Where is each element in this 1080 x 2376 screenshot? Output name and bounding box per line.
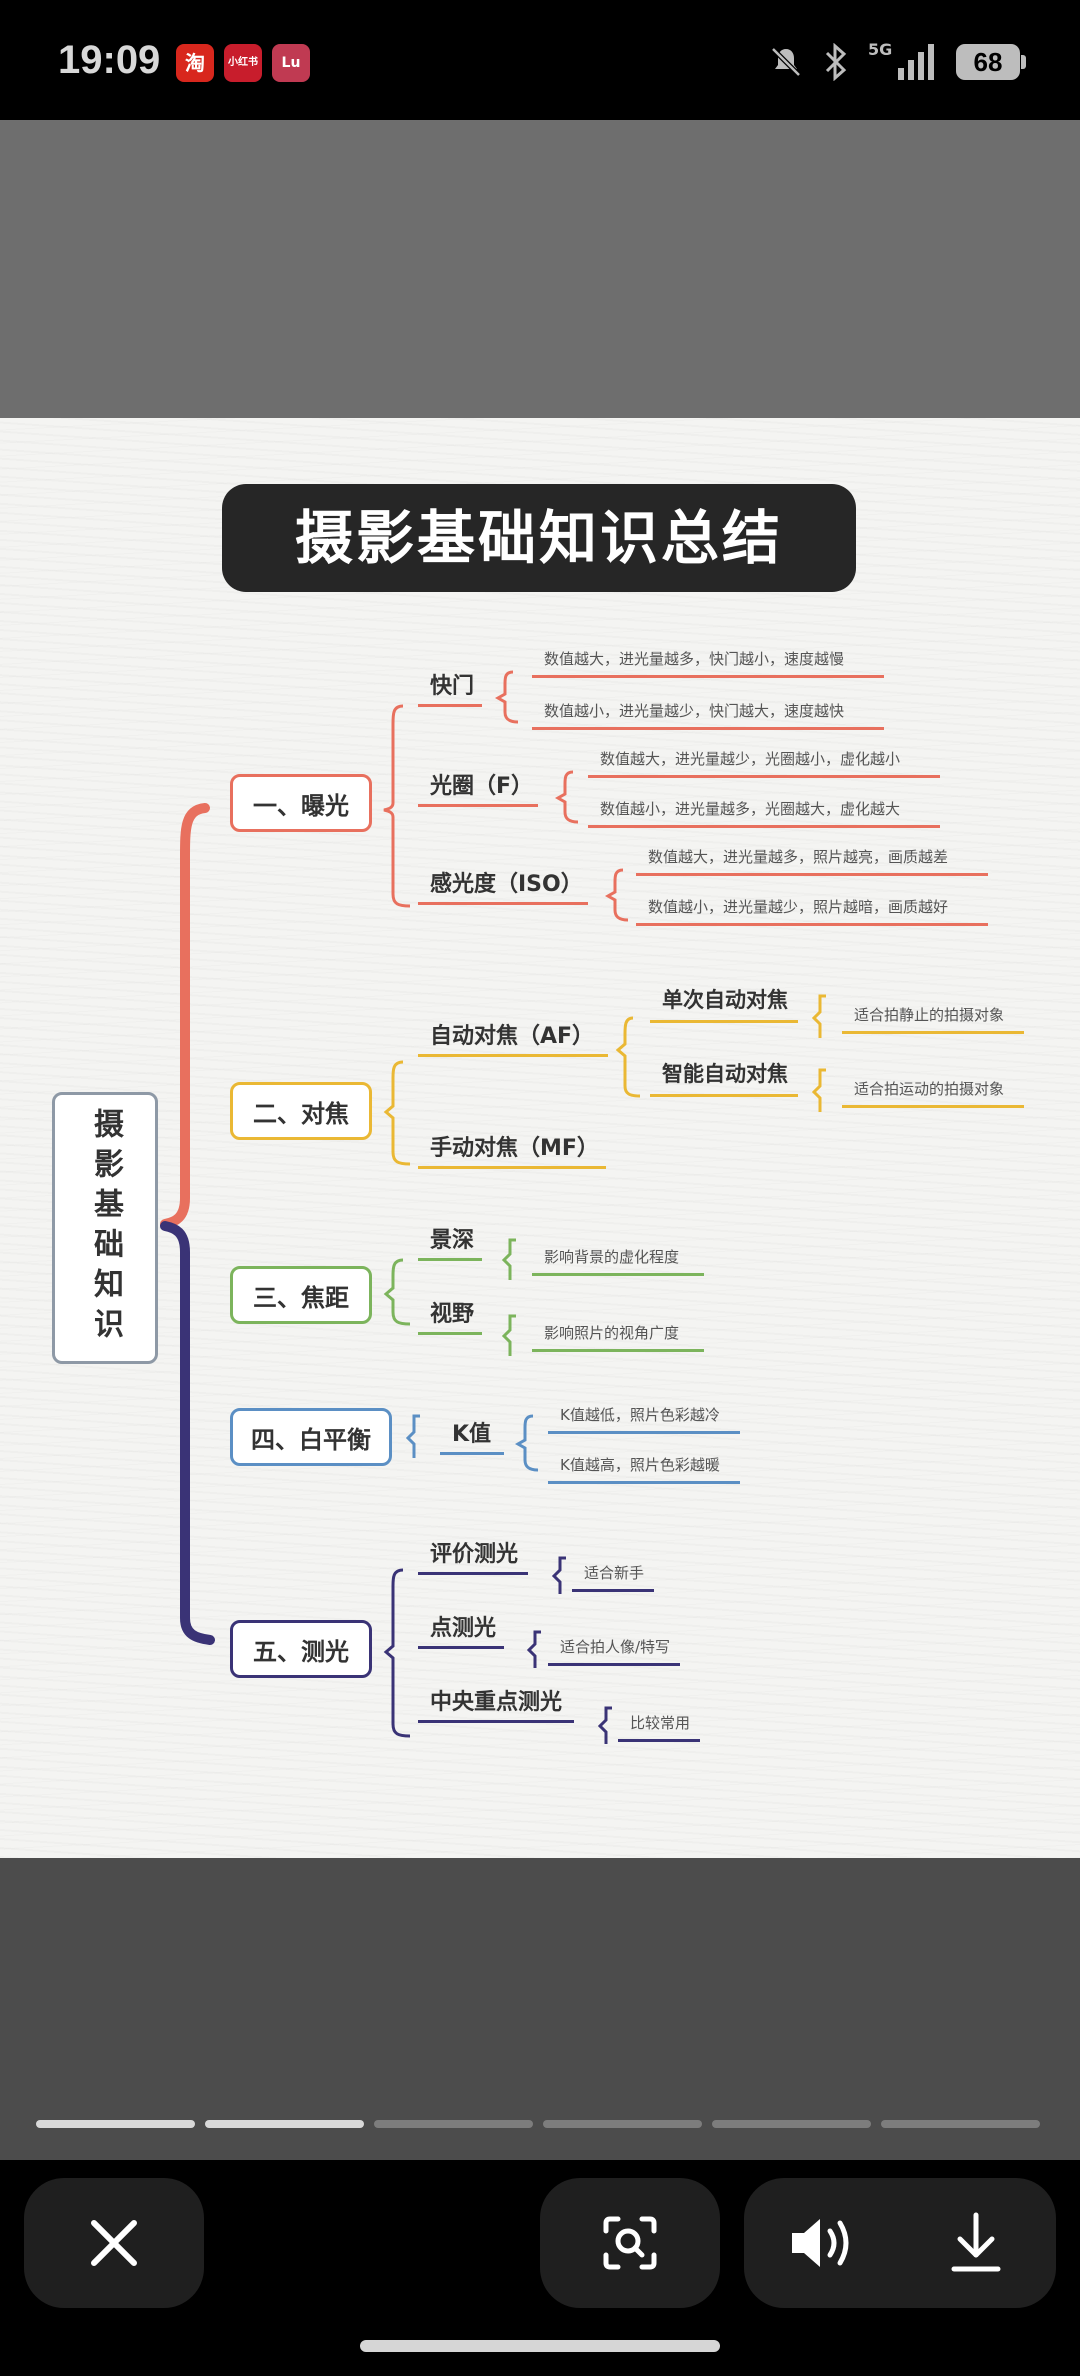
branch-spot-metering: 点测光 (418, 1610, 504, 1649)
branch-autofocus: 自动对焦（AF） (418, 1018, 608, 1057)
image-search-button[interactable] (540, 2178, 720, 2308)
viewer-backdrop-top (0, 120, 1080, 418)
detail-single-af: 适合拍静止的拍摄对象 (842, 1004, 1024, 1034)
detail-kelvin-2: K值越高，照片色彩越暖 (548, 1454, 740, 1484)
progress-segment (205, 2120, 364, 2128)
detail-smart-af: 适合拍运动的拍摄对象 (842, 1078, 1024, 1108)
category-metering: 五、测光 (230, 1620, 372, 1678)
progress-segment (712, 2120, 871, 2128)
detail-kelvin-1: K值越低，照片色彩越冷 (548, 1404, 740, 1434)
mindmap-root-node: 摄影基础知识 (52, 1092, 158, 1364)
progress-segment (543, 2120, 702, 2128)
detail-spot-metering: 适合拍人像/特写 (548, 1636, 680, 1666)
detail-aperture-1: 数值越大，进光量越少，光圈越小，虚化越小 (588, 748, 940, 778)
home-indicator[interactable] (360, 2340, 720, 2352)
network-type: 5G (868, 40, 893, 59)
detail-depth-of-field: 影响背景的虚化程度 (532, 1246, 704, 1276)
detail-shutter-1: 数值越大，进光量越多，快门越小，速度越慢 (532, 648, 884, 678)
progress-segment (374, 2120, 533, 2128)
status-time: 19:09 (58, 38, 161, 82)
taobao-app-icon: 淘 (176, 44, 214, 82)
signal-icon: 5G (868, 40, 938, 82)
branch-evaluative-metering: 评价测光 (418, 1536, 528, 1575)
scan-icon (603, 2216, 657, 2270)
download-button[interactable] (936, 2203, 1016, 2283)
category-white-balance: 四、白平衡 (230, 1408, 392, 1466)
sub-smart-af: 智能自动对焦 (650, 1058, 798, 1097)
status-bar: 19:09 淘 小红书 Lu 5G 68 (0, 0, 1080, 120)
branch-iso: 感光度（ISO） (418, 866, 588, 905)
branch-kelvin: K值 (440, 1416, 504, 1455)
download-icon (951, 2212, 1001, 2272)
volume-icon (792, 2219, 849, 2267)
status-icons: 5G 68 (768, 40, 1026, 84)
viewer-backdrop-bottom (0, 1858, 1080, 2160)
category-exposure: 一、曝光 (230, 774, 372, 832)
detail-field-of-view: 影响照片的视角广度 (532, 1322, 704, 1352)
branch-depth-of-field: 景深 (418, 1222, 482, 1261)
detail-iso-1: 数值越大，进光量越多，照片越亮，画质越差 (636, 846, 988, 876)
branch-center-weighted-metering: 中央重点测光 (418, 1684, 574, 1723)
sub-single-af: 单次自动对焦 (650, 984, 798, 1023)
detail-iso-2: 数值越小，进光量越少，照片越暗，画质越好 (636, 896, 988, 926)
detail-shutter-2: 数值越小，进光量越少，快门越大，速度越快 (532, 700, 884, 730)
category-focus: 二、对焦 (230, 1082, 372, 1140)
progress-segment (36, 2120, 195, 2128)
lu-app-icon: Lu (272, 44, 310, 82)
volume-button[interactable] (784, 2203, 864, 2283)
xiaohongshu-app-icon: 小红书 (224, 44, 262, 82)
bluetooth-icon (825, 43, 847, 81)
detail-evaluative-metering: 适合新手 (572, 1562, 654, 1592)
close-button[interactable] (24, 2178, 204, 2308)
category-focal-length: 三、焦距 (230, 1266, 372, 1324)
mute-icon (771, 47, 801, 77)
branch-shutter: 快门 (418, 668, 483, 707)
detail-aperture-2: 数值越小，进光量越多，光圈越大，虚化越大 (588, 798, 940, 828)
progress-segment (881, 2120, 1040, 2128)
mindmap-title: 摄影基础知识总结 (222, 484, 856, 592)
close-icon (91, 2220, 137, 2266)
branch-aperture: 光圈（F） (418, 768, 538, 807)
branch-field-of-view: 视野 (418, 1296, 482, 1335)
media-actions-group (744, 2178, 1056, 2308)
page-progress-indicator (36, 2120, 1040, 2128)
branch-manual-focus: 手动对焦（MF） (418, 1130, 606, 1169)
detail-center-weighted-metering: 比较常用 (618, 1712, 700, 1742)
mindmap-connectors (160, 670, 826, 1744)
mindmap-image: 摄影基础知识总结 摄影基础知识 一、曝光 快门 数值越大，进光量越多，快门越小，… (0, 418, 1080, 1858)
battery-icon: 68 (956, 44, 1026, 80)
